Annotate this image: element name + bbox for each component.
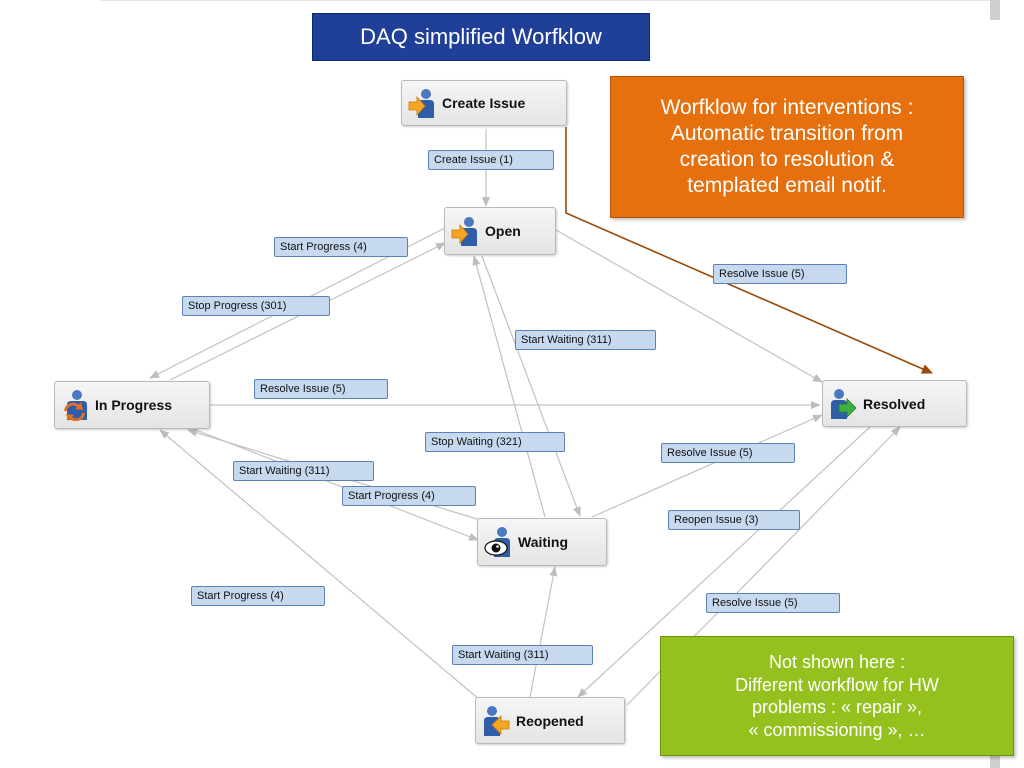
callout-line: Automatic transition from: [670, 121, 904, 145]
node-label: Reopened: [516, 712, 584, 729]
callout-interventions: Worfklow for interventions : Automatic t…: [610, 76, 964, 218]
slide-top-rule: [100, 0, 1000, 1]
edge-reopened-inprogress: [159, 429, 481, 701]
node-label: In Progress: [95, 397, 173, 413]
edge-reopened-waiting: [529, 566, 558, 698]
edge-open-resolved: [555, 229, 823, 383]
edge-open-waiting: [481, 255, 581, 517]
transition-label[interactable]: Start Waiting (311): [233, 461, 374, 481]
user-eye-icon: [484, 527, 510, 557]
transition-label[interactable]: Start Progress (4): [342, 486, 476, 506]
slide-title: DAQ simplified Worfklow: [312, 13, 650, 61]
callout-line: Not shown here :: [768, 652, 906, 672]
transition-label[interactable]: Start Waiting (311): [515, 330, 656, 350]
callout-line: Worfklow for interventions :: [660, 95, 914, 119]
transition-label[interactable]: Resolve Issue (5): [706, 593, 840, 613]
node-resolved[interactable]: Resolved: [822, 380, 967, 427]
callout-line: templated email notif.: [687, 174, 887, 198]
transition-label[interactable]: Stop Waiting (321): [425, 432, 565, 452]
node-label: Resolved: [863, 395, 926, 412]
node-label: Open: [485, 223, 521, 239]
transition-label[interactable]: Resolve Issue (5): [661, 443, 795, 463]
transition-label[interactable]: Reopen Issue (3): [668, 510, 800, 530]
user-arrow-icon: [451, 217, 477, 246]
user-green-arrow-icon: [831, 388, 857, 419]
callout-line: « commissioning », …: [748, 719, 926, 740]
transition-label[interactable]: Resolve Issue (5): [713, 264, 847, 284]
callout-line: problems : « repair »,: [751, 697, 923, 717]
edge-resolved-reopened: [577, 426, 871, 698]
edge-inprogress-waiting: [195, 429, 479, 541]
node-reopened[interactable]: Reopened: [475, 697, 625, 744]
callout-hw-workflow: Not shown here : Different workflow for …: [660, 636, 1014, 756]
user-back-arrow-icon: [484, 705, 510, 736]
highlight-arrow: [565, 127, 933, 374]
edge-waiting-open: [472, 255, 546, 518]
transition-label[interactable]: Start Waiting (311): [452, 645, 593, 665]
node-waiting[interactable]: Waiting: [477, 518, 607, 566]
slide-edge-decoration: [990, 0, 1000, 20]
node-label: Create Issue: [442, 95, 526, 111]
node-open[interactable]: Open: [444, 207, 556, 255]
transition-label[interactable]: Create Issue (1): [428, 150, 554, 170]
callout-line: Different workflow for HW: [735, 674, 939, 695]
transition-label[interactable]: Resolve Issue (5): [254, 379, 388, 399]
node-create-issue[interactable]: Create Issue: [401, 80, 567, 126]
transition-label[interactable]: Start Progress (4): [274, 237, 408, 257]
node-in-progress[interactable]: In Progress: [54, 381, 210, 429]
user-cycle-icon: [64, 390, 87, 421]
callout-line: creation to resolution &: [679, 148, 895, 171]
transition-label[interactable]: Start Progress (4): [191, 586, 325, 606]
node-label: Waiting: [518, 534, 569, 550]
user-arrow-icon: [408, 89, 434, 118]
transition-label[interactable]: Stop Progress (301): [182, 296, 330, 316]
edge-waiting-resolved: [591, 414, 823, 518]
